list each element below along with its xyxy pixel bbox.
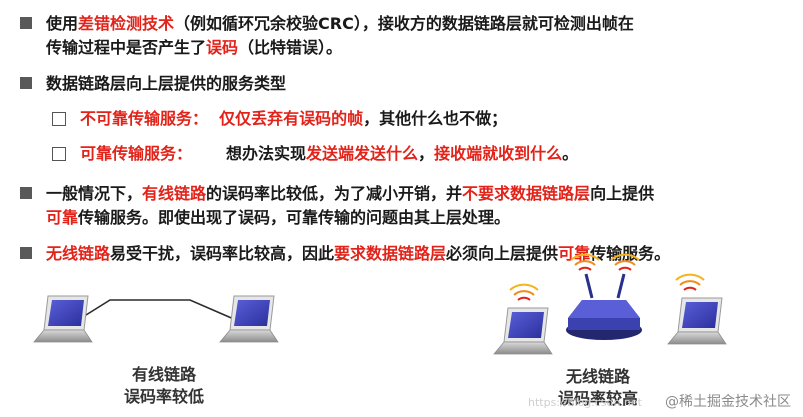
wireless-caption: 无线链路 误码率较高 (557, 367, 638, 408)
bullet-service-types: 数据链路层向上层提供的服务类型 (20, 72, 286, 96)
checkbox-icon (52, 147, 66, 161)
bullet-marker (20, 187, 32, 199)
wifi-waves-icon (509, 283, 539, 301)
wifi-waves-icon (610, 253, 640, 271)
service-reliable: 可靠传输服务：想办法实现发送端发送什么，接收端就收到什么。 (52, 142, 578, 166)
bullet-wired: 一般情况下，有线链路的误码率比较低，为了减小开销，并不要求数据链路层向上提供 可… (20, 182, 654, 230)
watermark: @稀土掘金技术社区 (665, 394, 791, 410)
wifi-waves-icon (675, 273, 705, 291)
laptop-icon (667, 297, 727, 345)
checkbox-icon (52, 112, 66, 126)
bullet-marker (20, 247, 32, 259)
wired-link (69, 299, 237, 326)
wifi-waves-icon (570, 253, 600, 271)
bullet-marker (20, 17, 32, 29)
service-text: 可靠传输服务：想办法实现发送端发送什么，接收端就收到什么。 (80, 144, 579, 163)
bullet-marker (20, 77, 32, 89)
service-text: 不可靠传输服务： 仅仅丢弃有误码的帧，其他什么也不做； (80, 109, 508, 128)
bullet-wireless: 无线链路易受干扰，误码率比较高，因此要求数据链路层必须向上层提供可靠传输服务。 (20, 242, 670, 266)
router-icon (566, 273, 642, 340)
laptop-icon (493, 307, 553, 355)
bullet-error-detection: 使用差错检测技术（例如循环冗余校验CRC），接收方的数据链路层就可检测出帧在 传… (20, 12, 634, 60)
bullet-text: 无线链路易受干扰，误码率比较高，因此要求数据链路层必须向上层提供可靠传输服务。 (46, 244, 671, 263)
wired-caption: 有线链路 误码率较低 (123, 365, 204, 406)
faint-watermark: https://blog.csdn.net (528, 396, 642, 409)
laptop-icon (33, 295, 93, 343)
bullet-text: 数据链路层向上层提供的服务类型 (46, 74, 287, 93)
bullet-text: 一般情况下，有线链路的误码率比较低，为了减小开销，并不要求数据链路层向上提供 可… (46, 184, 655, 227)
laptop-icon (219, 295, 279, 343)
service-unreliable: 不可靠传输服务： 仅仅丢弃有误码的帧，其他什么也不做； (52, 107, 507, 131)
bullet-text: 使用差错检测技术（例如循环冗余校验CRC），接收方的数据链路层就可检测出帧在 传… (46, 14, 634, 57)
